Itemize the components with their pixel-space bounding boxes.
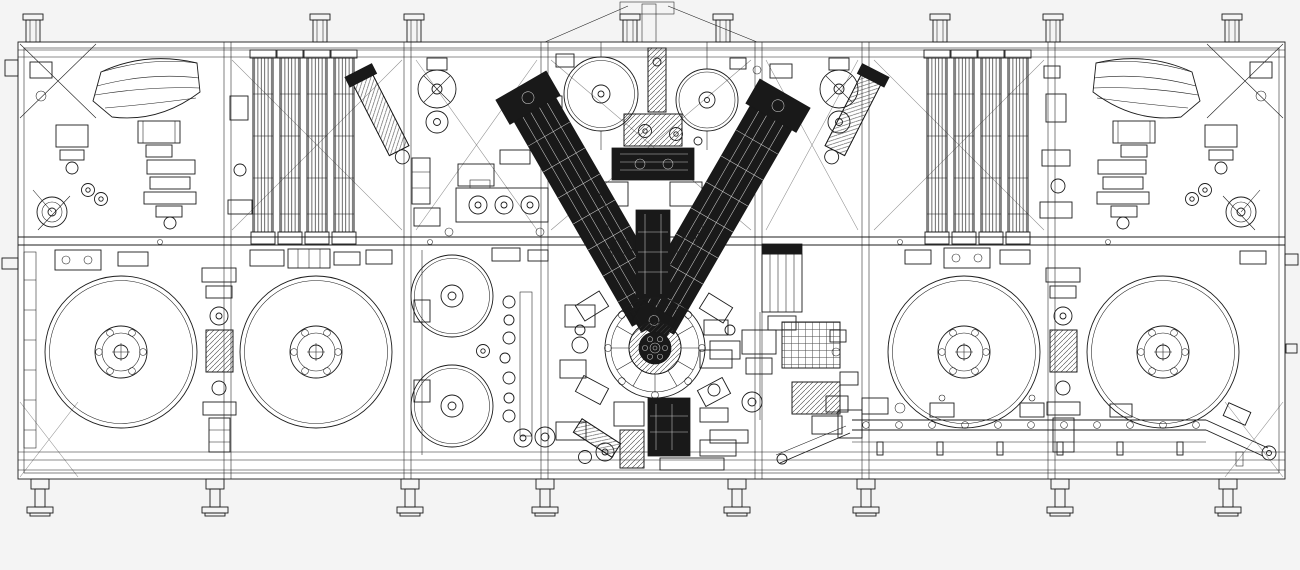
mid-rail-blocks	[54, 239, 1267, 271]
output-conveyor	[775, 394, 1277, 467]
buffer-tower	[923, 49, 951, 245]
buffer-tower	[303, 49, 331, 245]
tower-side-equipment	[227, 65, 1073, 219]
overhead-reels	[547, 42, 793, 150]
buffer-tower	[950, 49, 978, 245]
buffer-tower	[249, 49, 277, 245]
center-process-head	[599, 113, 705, 299]
web-roller-column	[413, 250, 533, 455]
right-process-cluster	[699, 312, 859, 444]
buffer-tower	[1004, 49, 1032, 245]
under-turret-assembly	[513, 304, 737, 471]
electrical-cabinet-unit	[761, 243, 803, 331]
buffer-tower	[977, 49, 1005, 245]
indexing-turret	[604, 297, 706, 399]
buffer-tower	[276, 49, 304, 245]
left-process-head	[411, 149, 549, 237]
